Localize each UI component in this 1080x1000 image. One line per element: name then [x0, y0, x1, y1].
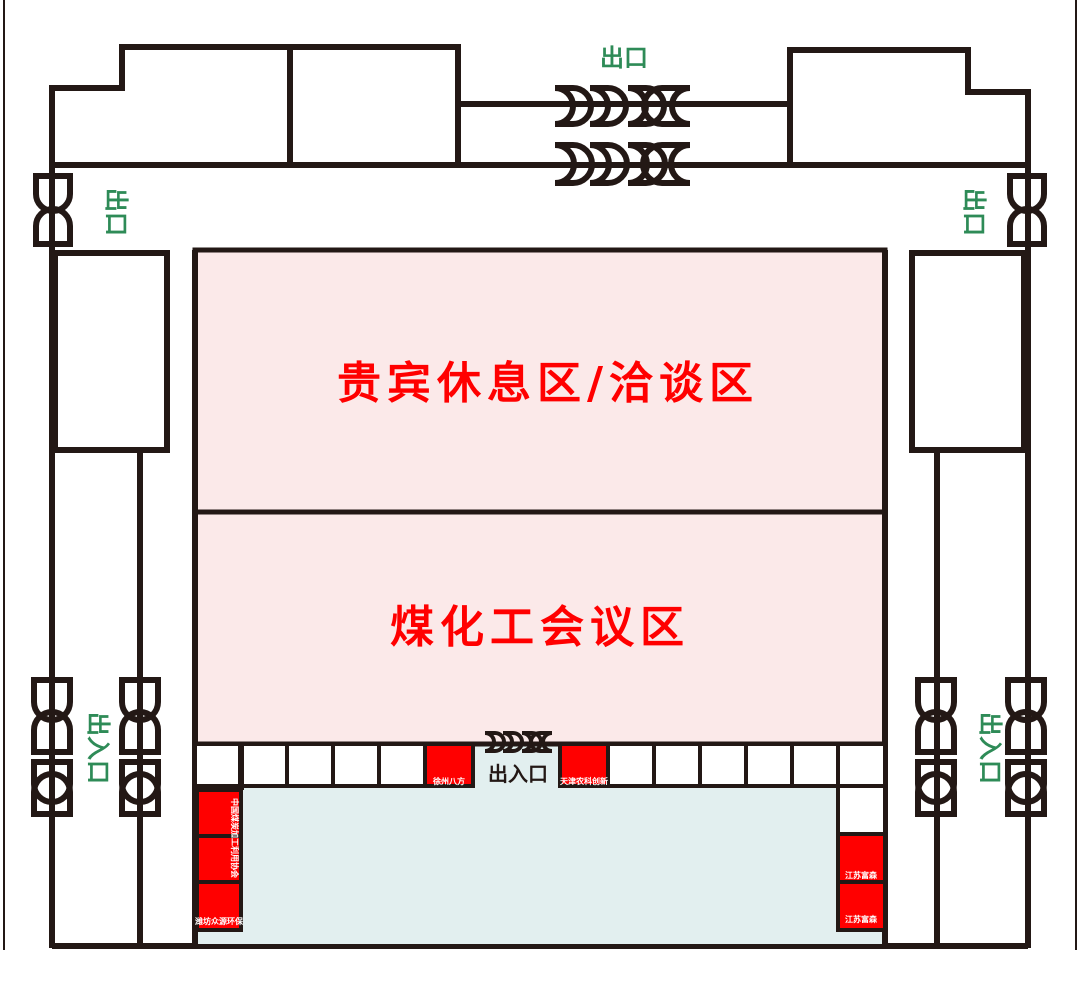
booth-jiangsu-2-label: 江苏富森 [845, 914, 878, 924]
right-side-room [909, 250, 1027, 453]
left-bottom-exit-label: 出入口 [84, 712, 112, 784]
booth-tianjin-label: 天津农科创新 [560, 776, 608, 786]
booth-jiangsu-1 [836, 832, 887, 884]
booth-tianjin [558, 742, 610, 788]
booth-china-assoc-2 [195, 834, 243, 884]
center-exit-label: 出入口 [488, 762, 548, 786]
top-exit-label: 出口 [600, 44, 648, 72]
door-icon [484, 731, 553, 753]
left-top-exit-label: 出口 [102, 188, 130, 236]
right-bottom-exit-label: 出入口 [976, 712, 1004, 784]
booth-weifang [195, 880, 243, 932]
meeting-zone-label: 煤化工会议区 [390, 602, 690, 653]
booth-weifang-label: 潍坊众源环保 [195, 916, 244, 926]
booth-xuzhou-label: 徐州八方 [432, 776, 465, 786]
vip-zone-label: 贵宾休息区/洽谈区 [337, 358, 759, 409]
booth-china-assoc-1 [195, 788, 243, 838]
booth-jiangsu-2 [836, 880, 887, 932]
left-side-room [52, 250, 170, 453]
booth-china-assoc-label: 中国煤炭加工利用协会 [230, 798, 240, 878]
booth-xuzhou [423, 742, 475, 788]
door-icon [31, 677, 1047, 817]
booth-jiangsu-1-label: 江苏富森 [845, 870, 878, 880]
door-icon [554, 85, 691, 186]
top-booth-row [193, 742, 887, 836]
door-icon [33, 173, 1047, 247]
right-top-exit-label: 出口 [960, 188, 988, 236]
